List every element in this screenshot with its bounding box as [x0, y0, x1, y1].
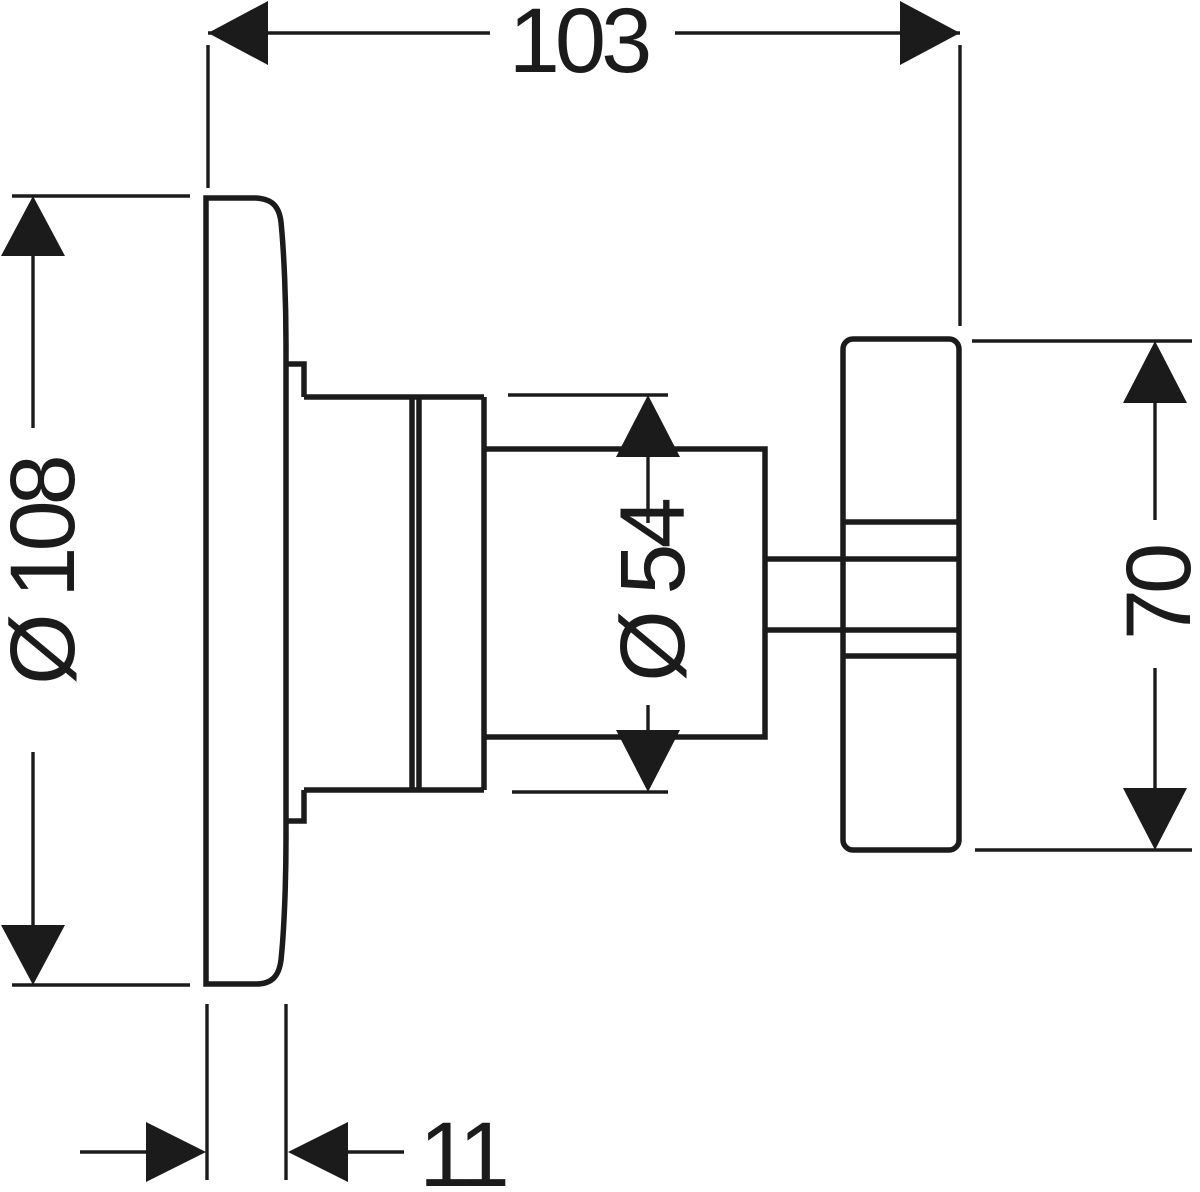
arrow-down-icon [616, 730, 680, 792]
dimension-label-11: 11 [419, 1104, 505, 1192]
arrow-right-icon [146, 1122, 206, 1182]
dimension-escutcheon-diameter: Ø 108 [0, 194, 190, 987]
arrow-left-icon [208, 1, 268, 65]
escutcheon-outline [203, 195, 289, 987]
arrow-down-icon [1123, 788, 1187, 850]
dimension-sleeve-diameter: Ø 54 [508, 393, 704, 794]
arrow-down-icon [1, 925, 65, 985]
sleeve [304, 394, 487, 793]
collar-step-top [286, 361, 307, 397]
handle-bar [840, 336, 962, 853]
dimension-label-70: 70 [1108, 546, 1200, 640]
arrow-up-icon [1123, 341, 1187, 403]
spindle [765, 556, 957, 633]
escutcheon-profile [203, 195, 307, 987]
arrow-up-icon [1, 196, 65, 256]
cross-handle [840, 336, 962, 853]
arrow-left-icon [288, 1122, 348, 1182]
dimension-label-108: Ø 108 [0, 457, 94, 684]
arrow-up-icon [616, 395, 680, 457]
dimension-overall-depth: 103 [206, 0, 962, 326]
dimension-escutcheon-depth: 11 [80, 1004, 511, 1192]
dimension-label-103: 103 [509, 0, 649, 92]
collar-step-bottom [286, 790, 307, 824]
dimension-label-54: Ø 54 [602, 499, 704, 681]
dimension-handle-height: 70 [972, 339, 1200, 852]
arrow-right-icon [900, 1, 960, 65]
